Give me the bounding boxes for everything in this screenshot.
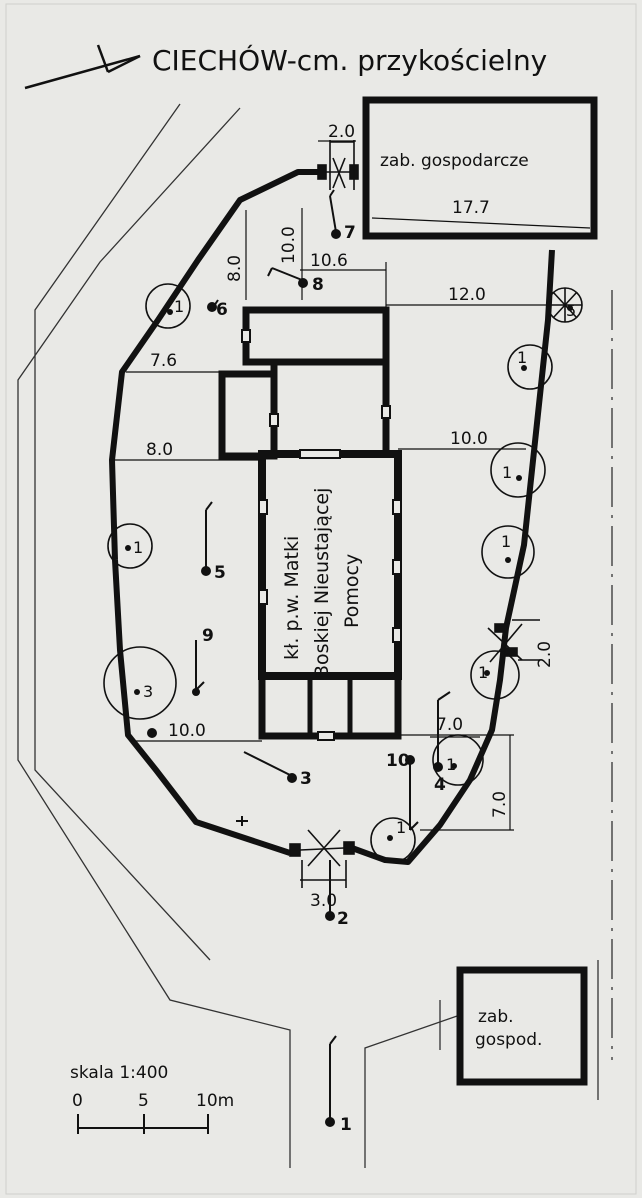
tree-label: 1 <box>446 755 456 774</box>
dim-12: 12.0 <box>448 285 486 305</box>
viewpoint-label: 6 <box>216 300 228 320</box>
tree-label: 1 <box>502 463 512 482</box>
viewpoint-dots <box>147 229 443 1127</box>
tree-label: 1 <box>478 663 488 682</box>
dim-gate-top: 2.0 <box>328 122 355 142</box>
dim-farm-width: 17.7 <box>452 198 490 218</box>
farm-building-top: zab. gospodarcze <box>362 96 598 240</box>
viewpoint-label: 8 <box>312 275 324 295</box>
church-name-line-1: kł. p.w. Matki <box>281 536 303 660</box>
north-arrow-icon <box>24 44 141 90</box>
tree-label: 1 <box>517 348 527 367</box>
viewpoint-label: 4 <box>434 775 446 795</box>
viewpoint-labels: 7 8 6 5 9 3 10 4 2 1 <box>202 223 446 1135</box>
tree-label: 1 <box>133 538 143 557</box>
tree-label: 5 <box>566 301 576 320</box>
road-outline <box>17 103 613 1168</box>
viewpoint-label: 7 <box>344 223 356 243</box>
dimension-labels: 2.0 17.7 10.0 8.0 10.6 12.0 7.6 8.0 10.0… <box>146 122 555 911</box>
farm-building-bottom-label-1: zab. <box>478 1007 514 1027</box>
scale-bar: skala 1:400 0 5 10m <box>70 1063 234 1134</box>
dim-gate-south: 3.0 <box>310 891 337 911</box>
farm-building-bottom: zab. gospod. <box>456 966 588 1086</box>
scale-label: skala 1:400 <box>70 1063 168 1083</box>
dim-gate-east: 2.0 <box>535 641 555 668</box>
tree-label: 3 <box>143 682 153 701</box>
dim-7-horizontal: 7.0 <box>436 715 463 735</box>
gate-icon <box>289 140 540 888</box>
viewpoint-markers <box>195 189 451 1118</box>
tree-dots <box>125 305 573 841</box>
dim-10-east: 10.0 <box>450 429 488 449</box>
church-building <box>218 306 402 741</box>
dim-8-west: 8.0 <box>146 440 173 460</box>
tree-labels: 1 5 1 1 1 1 3 1 1 1 <box>133 297 576 837</box>
dim-wall-8: 8.0 <box>225 255 245 282</box>
church-name-line-2: Boskiej Nieustającej <box>311 488 333 678</box>
viewpoint-label: 3 <box>300 769 312 789</box>
viewpoint-label: 5 <box>214 563 226 583</box>
viewpoint-label: 10 <box>386 751 410 771</box>
dim-7-vertical: 7.0 <box>490 791 510 818</box>
church-name-line-3: Pomocy <box>341 554 363 628</box>
scale-tick-5: 5 <box>138 1091 149 1111</box>
farm-building-top-label: zab. gospodarcze <box>380 151 529 171</box>
viewpoint-label: 1 <box>340 1115 352 1135</box>
trees <box>103 283 583 863</box>
farm-building-bottom-label-2: gospod. <box>475 1030 542 1050</box>
tree-label: 1 <box>396 818 406 837</box>
tree-label: 1 <box>174 297 184 316</box>
map-title: CIECHÓW-cm. przykościelny <box>152 43 547 77</box>
dim-7-6: 7.6 <box>150 351 177 371</box>
dim-wall-10: 10.0 <box>279 226 299 264</box>
dim-10-south: 10.0 <box>168 721 206 741</box>
viewpoint-label: 2 <box>337 909 349 929</box>
scale-tick-0: 0 <box>72 1091 83 1111</box>
dim-10-6: 10.6 <box>310 251 348 271</box>
scale-tick-10: 10m <box>196 1091 234 1111</box>
viewpoint-label: 9 <box>202 626 214 646</box>
tree-label: 1 <box>501 532 511 551</box>
